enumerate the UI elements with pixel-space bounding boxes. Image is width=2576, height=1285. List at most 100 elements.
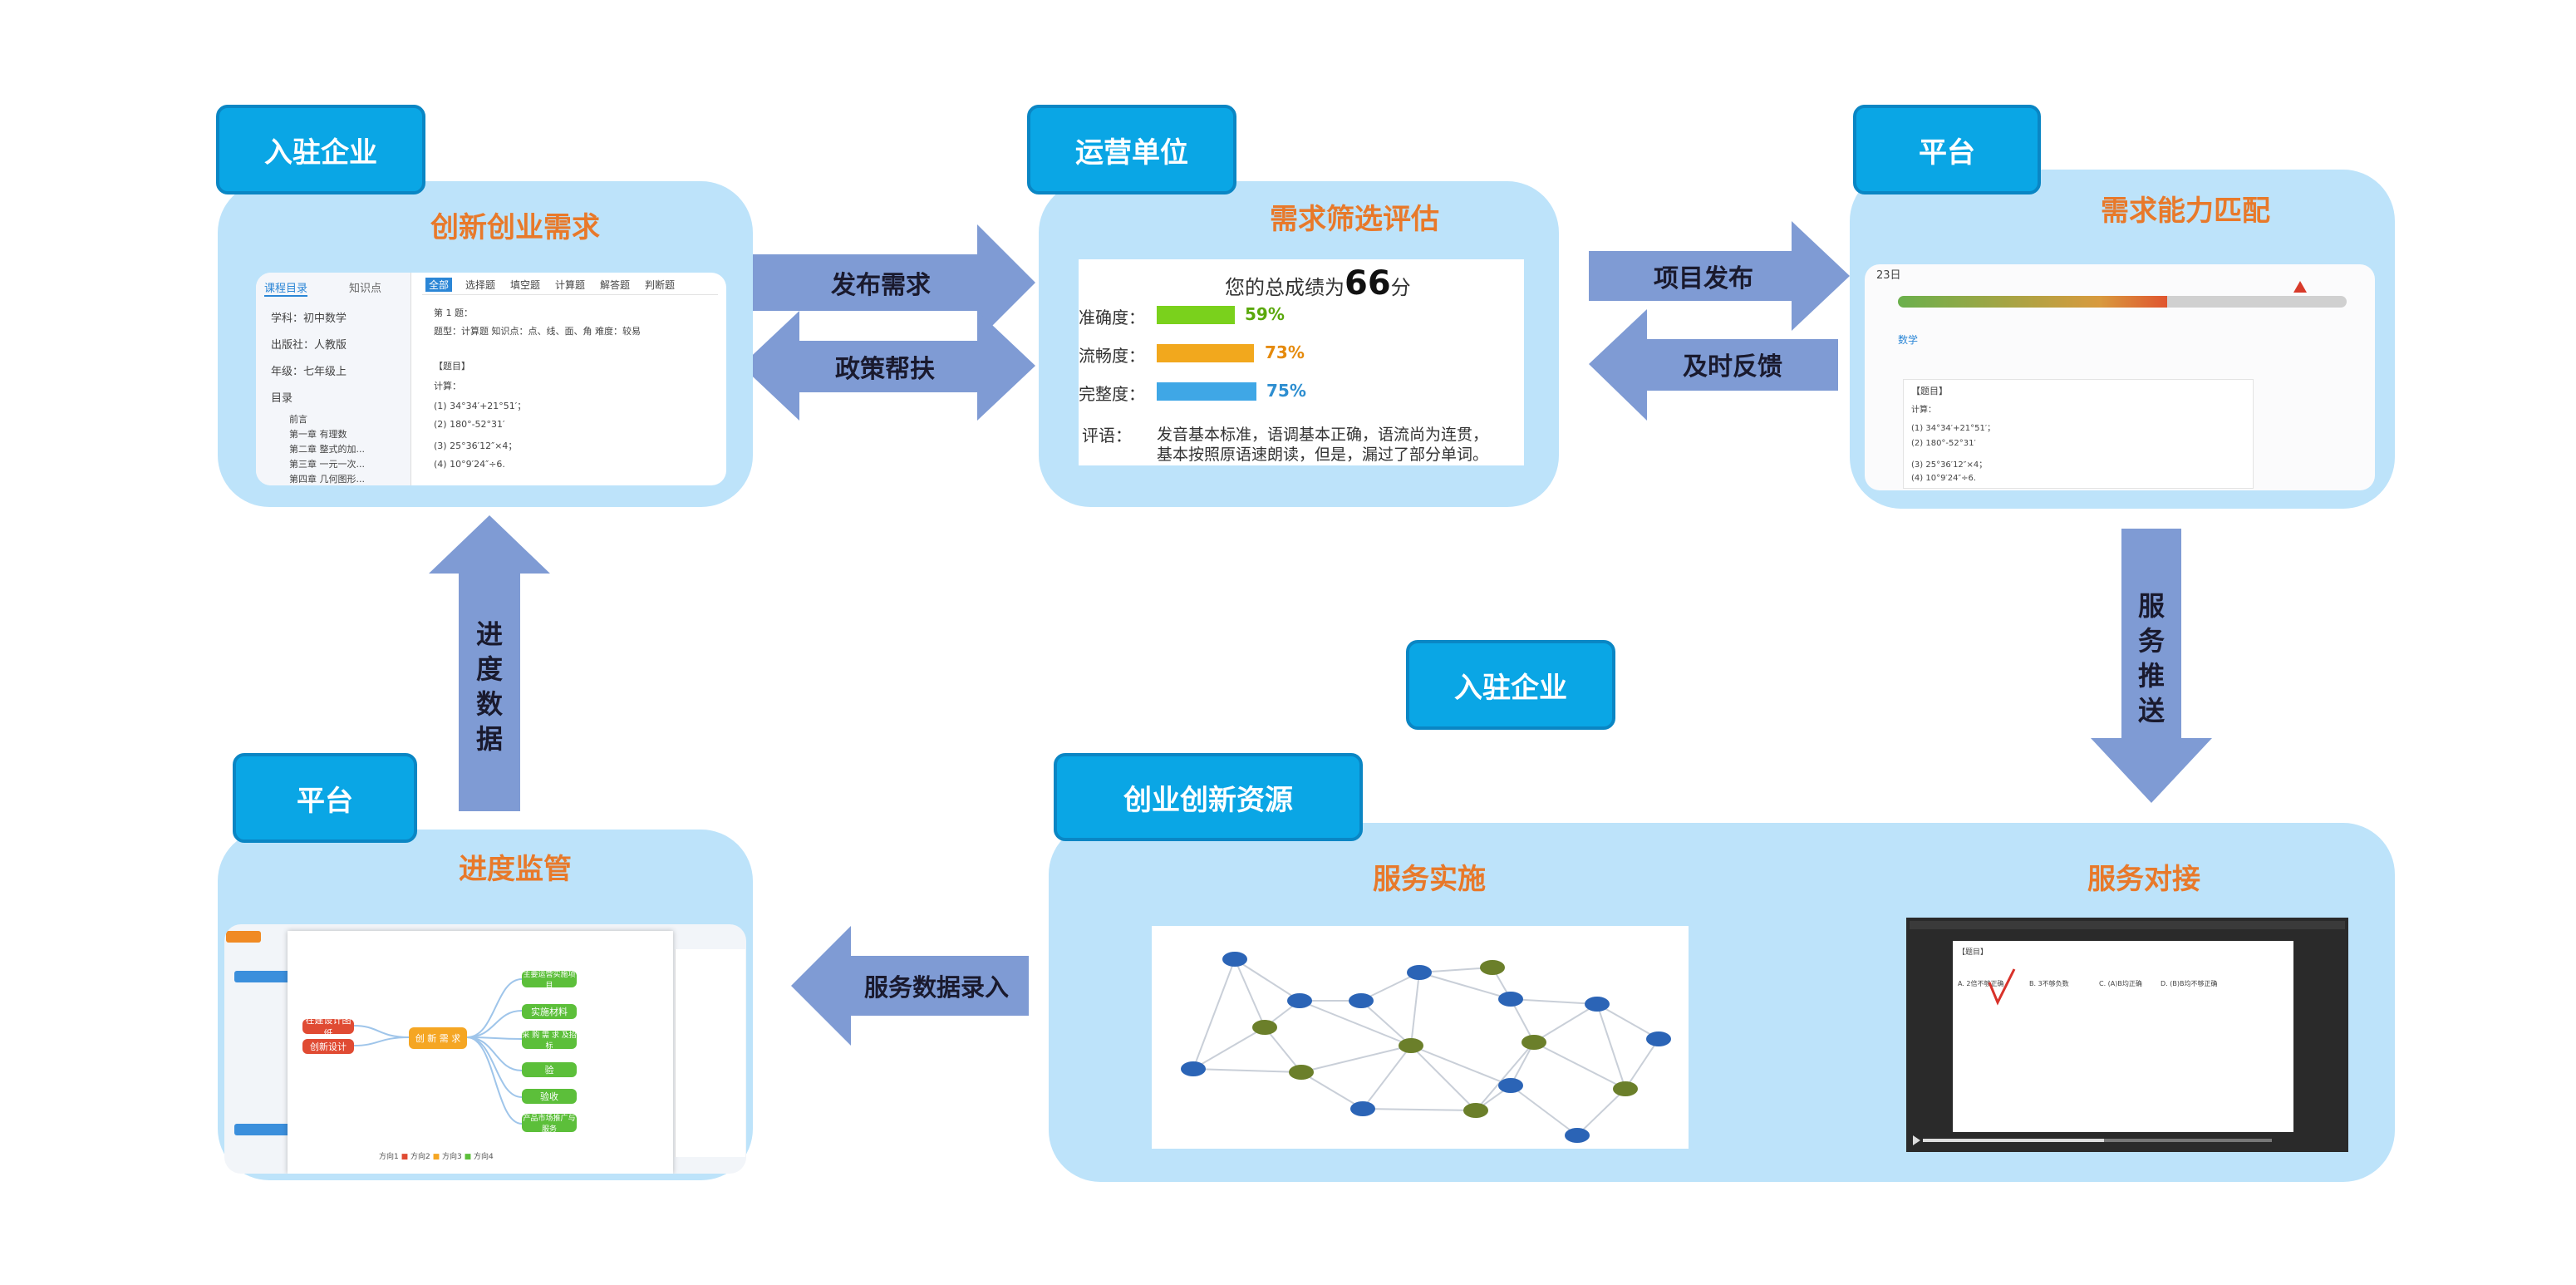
arrow-policy-support <box>741 311 1035 421</box>
title-progress-monitor: 进度监管 <box>459 853 572 886</box>
qtype-tab[interactable]: 判断题 <box>645 279 676 291</box>
match-line: 计算： <box>1911 406 1936 415</box>
fluency-label: 流畅度： <box>1079 346 1145 366</box>
total-score-suffix: 分 <box>1390 276 1411 299</box>
qtype-tab-all[interactable]: 全部 <box>425 278 453 292</box>
filter-catalog: 目录 <box>271 392 293 405</box>
label-progress-data: 进度数据 <box>475 618 503 755</box>
title-demand-screening: 需求筛选评估 <box>1270 203 1439 236</box>
match-progress <box>1898 296 2347 308</box>
match-line: (2) 180°-52°31′ <box>1911 439 1976 448</box>
fluency-bar <box>1157 344 1254 362</box>
comment-line: 发音基本标准，语调基本正确，语流尚为连贯， <box>1157 426 1489 444</box>
screenshot-video-lesson: 【题目】 A. 2倍不够正确 B. 3不够负数 C. (A)B均正确 D. (B… <box>1906 918 2348 1152</box>
screenshot-question-bank: 课程目录 知识点 学科：初中数学 出版社：人教版 年级：七年级上 目录 前言 第… <box>256 273 726 485</box>
mindmap-right-node[interactable]: 实施材料 <box>522 1004 577 1019</box>
completeness-pct: 75% <box>1266 381 1306 401</box>
qtype-tab[interactable]: 填空题 <box>510 279 541 291</box>
video-frame: 【题目】 A. 2倍不够正确 B. 3不够负数 C. (A)B均正确 D. (B… <box>1953 941 2293 1132</box>
dock-option: B. 3不够负数 <box>2029 980 2069 987</box>
question-line: (4) 10°9′24″÷6. <box>434 459 505 470</box>
tab-catalog[interactable]: 课程目录 <box>264 279 308 297</box>
question-line: (3) 25°36′12″×4； <box>434 441 518 451</box>
dock-option: D. (B)B均不够正确 <box>2161 980 2218 987</box>
total-score-value: 66 <box>1345 264 1391 303</box>
mindmap-right-node[interactable]: 采 购 需 求 及招标 <box>522 1031 577 1051</box>
filter-grade[interactable]: 年级：七年级上 <box>271 366 347 378</box>
warning-icon <box>2293 281 2307 293</box>
label-policy-support: 政策帮扶 <box>835 355 935 384</box>
network-nodes <box>1181 952 1671 1143</box>
dock-section: 【题目】 <box>1958 948 1989 957</box>
tree-item[interactable]: 第一章 有理数 <box>289 429 347 440</box>
tag-platform-bottom: 平台 <box>233 753 417 843</box>
question-number: 第 1 题： <box>434 308 473 318</box>
tree-item[interactable]: 前言 <box>289 414 307 425</box>
tag-resources: 创业创新资源 <box>1054 753 1363 841</box>
match-line: (3) 25°36′12″×4； <box>1911 460 1988 470</box>
arrow-service-push <box>2091 529 2212 803</box>
qtype-tab[interactable]: 计算题 <box>555 279 586 291</box>
tab-knowledge[interactable]: 知识点 <box>349 283 382 295</box>
filter-publisher[interactable]: 出版社：人教版 <box>271 339 347 352</box>
label-timely-feedback: 及时反馈 <box>1683 352 1782 382</box>
label-service-push: 服务推送 <box>2137 590 2165 726</box>
screenshot-score-report: 您的总成绩为66分 准确度： 59% 流畅度： 73% 完整度： 75% 评语：… <box>1079 259 1524 465</box>
mindmap-legend: 方向1 ■ 方向2 ■ 方向3 ■ 方向4 <box>379 1153 494 1161</box>
arrow-publish-demand <box>752 224 1035 341</box>
match-section: 【题目】 <box>1911 386 1948 396</box>
tree-item[interactable]: 第二章 整式的加... <box>289 444 365 455</box>
match-line: (4) 10°9′24″÷6. <box>1911 474 1977 483</box>
accuracy-pct: 59% <box>1245 304 1285 324</box>
label-service-data-entry: 服务数据录入 <box>863 973 1009 1002</box>
video-progress-bar[interactable] <box>1923 1139 2272 1142</box>
question-meta: 题型：计算题 知识点：点、线、面、角 难度：较易 <box>434 326 641 337</box>
tree-item[interactable]: 第四章 几何图形... <box>289 474 365 485</box>
filter-subject[interactable]: 学科：初中数学 <box>271 313 347 325</box>
arrow-timely-feedback <box>1589 309 1838 421</box>
arrow-service-data-entry <box>791 926 1029 1046</box>
tree-item[interactable]: 第三章 一元一次... <box>289 459 365 470</box>
tag-enterprise-mid: 入驻企业 <box>1406 640 1615 730</box>
total-score-prefix: 您的总成绩为 <box>1225 276 1345 299</box>
tag-enterprise: 入驻企业 <box>216 105 425 194</box>
screenshot-match: 23日 数学 【题目】 计算： (1) 34°34′+21°51′； (2) 1… <box>1865 264 2375 490</box>
mindmap-right-node[interactable]: 产品市场推广与服务 <box>522 1114 577 1134</box>
question-line: (1) 34°34′+21°51′； <box>434 401 527 411</box>
arrow-project-publish <box>1589 221 1850 331</box>
mindmap-left-node[interactable]: 在建设计图纸 <box>302 1015 354 1039</box>
qtype-tab[interactable]: 选择题 <box>465 279 496 291</box>
mindmap-links <box>353 978 523 1125</box>
check-mark-icon <box>1988 968 2016 1006</box>
mindmap-center-node[interactable]: 创 新 需 求 <box>409 1027 467 1049</box>
label-project-publish: 项目发布 <box>1654 264 1753 293</box>
title-innovation-demand: 创新创业需求 <box>430 211 600 244</box>
question-line: 计算： <box>434 381 461 391</box>
mindmap-right-node[interactable]: 验收 <box>522 1089 577 1104</box>
tag-operator: 运营单位 <box>1027 105 1236 194</box>
question-line: (2) 180°-52°31′ <box>434 419 505 430</box>
title-service-impl: 服务实施 <box>1373 863 1486 896</box>
tag-platform-top: 平台 <box>1853 105 2041 194</box>
comment-line: 基本按照原语速朗读，但是，漏过了部分单词。 <box>1157 446 1489 464</box>
title-capability-match: 需求能力匹配 <box>2101 194 2270 228</box>
dock-option: A. 2倍不够正确 <box>1958 980 2004 987</box>
qtype-tab[interactable]: 解答题 <box>600 279 631 291</box>
mindmap-right-node[interactable]: 主要运营实施项目 <box>522 971 577 990</box>
title-service-dock: 服务对接 <box>2087 863 2200 896</box>
play-icon[interactable] <box>1913 1135 1920 1145</box>
label-publish-demand: 发布需求 <box>831 271 931 300</box>
dock-option: C. (A)B均正确 <box>2099 980 2142 987</box>
accuracy-bar <box>1157 306 1236 324</box>
accuracy-label: 准确度： <box>1079 308 1145 327</box>
comment-label: 评语： <box>1082 426 1132 446</box>
arrow-progress-data <box>429 515 550 811</box>
mindmap-right-node[interactable]: 验 <box>522 1062 577 1077</box>
match-line: (1) 34°34′+21°51′； <box>1911 424 1996 433</box>
mindmap-left-node[interactable]: 创新设计 <box>302 1039 354 1054</box>
question-section: 【题目】 <box>434 361 470 372</box>
match-date: 23日 <box>1876 269 1901 282</box>
match-subject: 数学 <box>1898 334 1919 346</box>
network-graph <box>1152 926 1689 1149</box>
